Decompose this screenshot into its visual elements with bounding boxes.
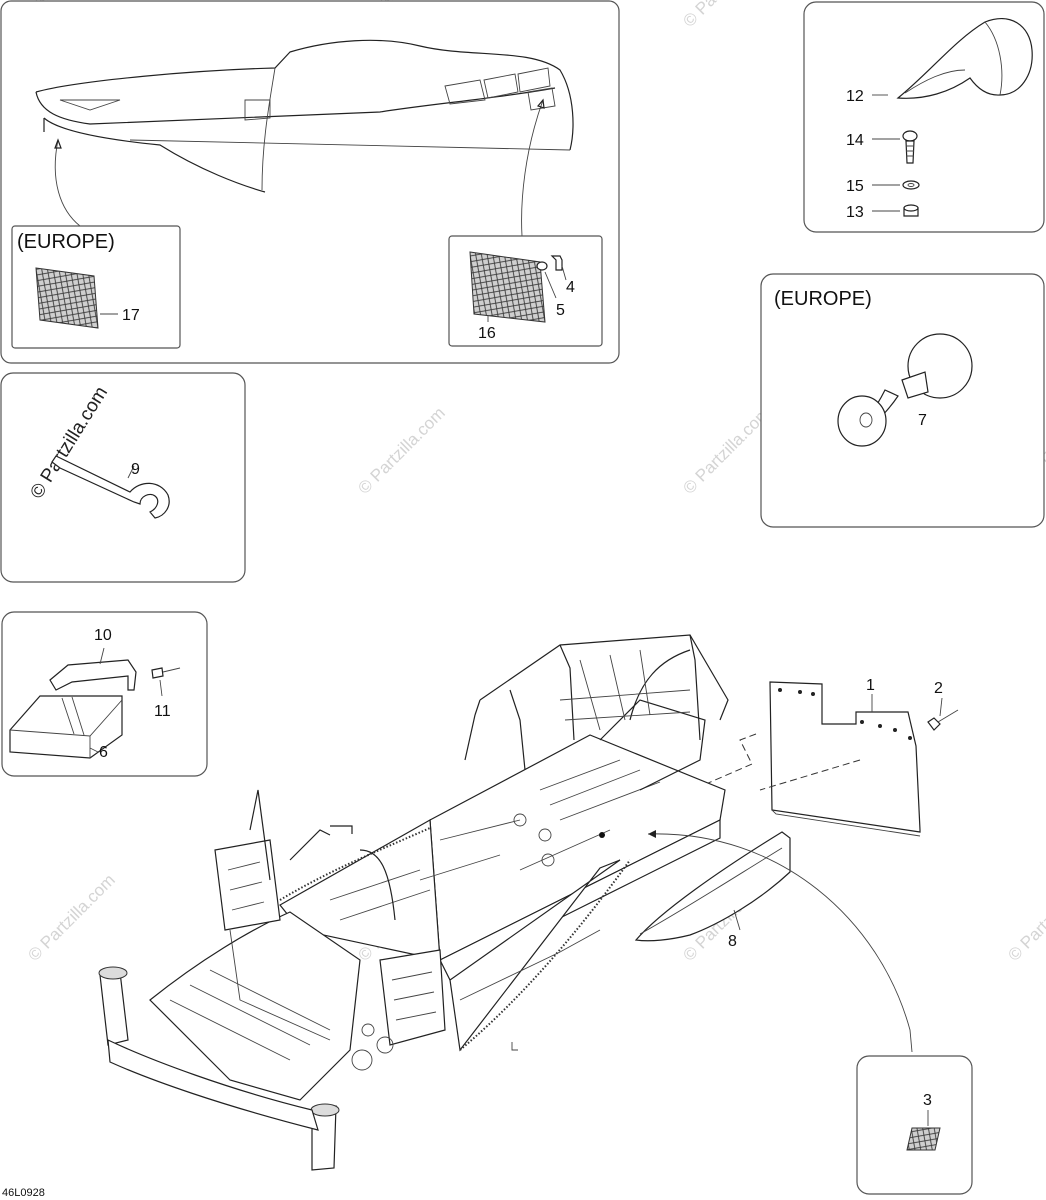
bag-panel: 10 6 11: [1, 611, 208, 777]
watermark: © Partzilla.com: [24, 870, 118, 964]
part-label-6: 6: [99, 744, 108, 761]
hood-panel: (EUROPE) 17 4 5 16: [0, 0, 620, 364]
wrench-panel: © Partzilla.com 9: [0, 372, 246, 583]
screw-14: [902, 130, 918, 142]
bracket-10: [49, 659, 137, 691]
washer-5: [536, 261, 548, 271]
part-label-9: 9: [131, 461, 140, 478]
part-label-2: 2: [934, 680, 943, 697]
part-label-3: 3: [923, 1092, 932, 1109]
part-label-7: 7: [918, 412, 927, 429]
part-label-11: 11: [154, 703, 171, 720]
decal-panel: 3: [856, 1055, 973, 1195]
part-label-17: 17: [122, 307, 140, 324]
reflector-17: [35, 267, 99, 329]
reflector-16: [469, 251, 546, 323]
rivet-2: [927, 717, 941, 731]
part-label-15: 15: [846, 178, 864, 195]
front-tube-left: [99, 971, 129, 1046]
diagram-code: 46L0928: [2, 1187, 45, 1199]
part-label-13: 13: [846, 204, 864, 221]
snow-flap-1: [769, 681, 921, 833]
europe-header: (EUROPE): [17, 231, 115, 253]
tool-bag-6: [9, 695, 123, 759]
leader-line-3: [647, 833, 913, 1053]
part-label-16: 16: [478, 325, 496, 342]
chassis-frame: [98, 634, 729, 1171]
spanner-wrench-9: [51, 455, 170, 519]
mirror-panel: 12 14 15 13: [803, 1, 1045, 233]
watermark: © Partzilla.com: [679, 0, 773, 31]
part-label-8: 8: [728, 933, 737, 950]
part-label-14: 14: [846, 132, 864, 149]
part-label-12: 12: [846, 88, 864, 105]
screw-4: [550, 255, 563, 271]
europe-header: (EUROPE): [774, 288, 872, 310]
watermark: © Partzilla.com: [679, 403, 773, 497]
part-label-4: 4: [566, 279, 575, 296]
reflector-3: [906, 1127, 941, 1151]
watermark: © Partzilla.com: [1004, 870, 1046, 964]
horn-bell: [837, 395, 887, 447]
watermark: © Partzilla.com: [354, 403, 448, 497]
rivet-11: [151, 667, 164, 679]
horn-panel: (EUROPE) 7: [760, 273, 1045, 528]
part-label-5: 5: [556, 302, 565, 319]
part-label-1: 1: [866, 677, 875, 694]
reflector-europe-box: (EUROPE) 17: [11, 225, 181, 349]
washer-15: [902, 180, 920, 190]
snow-flap: 1 2: [599, 677, 959, 837]
reflector-box: 4 5 16: [448, 235, 603, 347]
part-label-10: 10: [94, 627, 112, 644]
side-guard: 8: [634, 831, 791, 950]
